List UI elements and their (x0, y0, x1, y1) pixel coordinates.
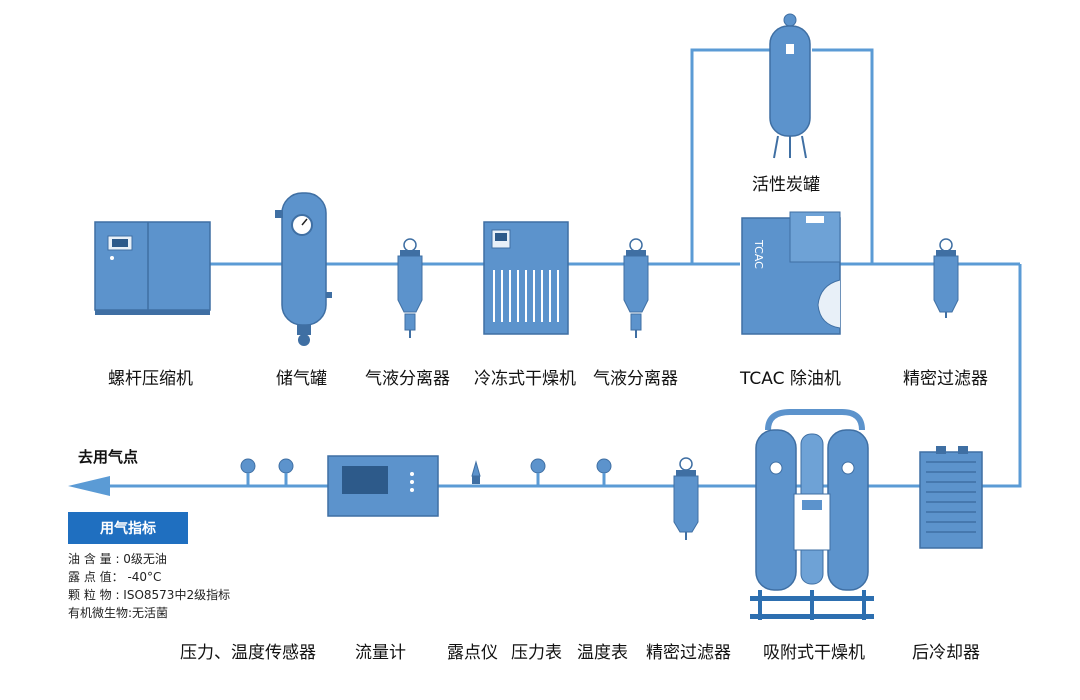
label-thermometer: 温度表 (577, 643, 628, 663)
thermometer-unit (596, 458, 612, 486)
label-air-tank: 储气罐 (276, 369, 327, 389)
label-flow-meter: 流量计 (355, 643, 406, 663)
dew-point-meter-unit (471, 460, 481, 484)
pipe-carbon-bypass-right (812, 48, 874, 264)
label-pressure-gauge: 压力表 (511, 643, 562, 663)
spec-item-microbes: 有机微生物:无活菌 (68, 606, 169, 620)
spec-list: 油 含 量 : 0级无油 露 点 值： -40°C 颗 粒 物 : ISO857… (68, 550, 230, 622)
label-screw-compressor: 螺杆压缩机 (108, 369, 193, 389)
label-separator-2: 气液分离器 (593, 369, 678, 389)
label-to-use-point: 去用气点 (78, 448, 139, 466)
label-separator-1: 气液分离器 (365, 369, 450, 389)
tcac-device-text: TCAC (752, 239, 765, 269)
separator-1-unit (397, 238, 423, 338)
label-dew-point-meter: 露点仪 (447, 643, 498, 663)
spec-item-oil: 油 含 量 : 0级无油 (68, 552, 167, 566)
activated-carbon-tank-unit (769, 13, 811, 159)
separator-2-unit (623, 238, 649, 338)
spec-title-badge: 用气指标 (68, 512, 188, 544)
spec-item-dew-point: 露 点 值： -40°C (68, 570, 162, 584)
pipe-right-down (980, 264, 1022, 488)
aftercooler-unit (919, 446, 983, 549)
label-tcac-oil-remover: TCAC 除油机 (740, 369, 841, 389)
label-precision-filter-bottom: 精密过滤器 (646, 643, 731, 663)
pressure-gauge-unit (530, 458, 546, 486)
adsorption-dryer-unit (750, 409, 874, 620)
label-activated-carbon-tank: 活性炭罐 (752, 175, 820, 195)
label-refrigerated-dryer: 冷冻式干燥机 (474, 369, 576, 389)
precision-filter-bottom-unit (673, 457, 699, 540)
tcac-oil-remover-unit: TCAC (741, 211, 841, 335)
flow-meter-unit (327, 455, 439, 517)
screw-compressor-unit (94, 221, 211, 315)
flow-arrow-icon (68, 476, 110, 496)
pt-sensor-unit (240, 458, 294, 486)
refrigerated-dryer-unit (483, 221, 569, 335)
air-tank-unit (275, 192, 332, 346)
label-adsorption-dryer: 吸附式干燥机 (763, 643, 865, 663)
label-pt-sensor: 压力、温度传感器 (180, 643, 316, 663)
pipe-carbon-bypass-left (690, 48, 770, 264)
label-aftercooler: 后冷却器 (912, 643, 980, 663)
label-precision-filter-top: 精密过滤器 (903, 369, 988, 389)
precision-filter-top-unit (933, 238, 959, 318)
spec-item-particles: 颗 粒 物 : ISO8573中2级指标 (68, 588, 231, 602)
